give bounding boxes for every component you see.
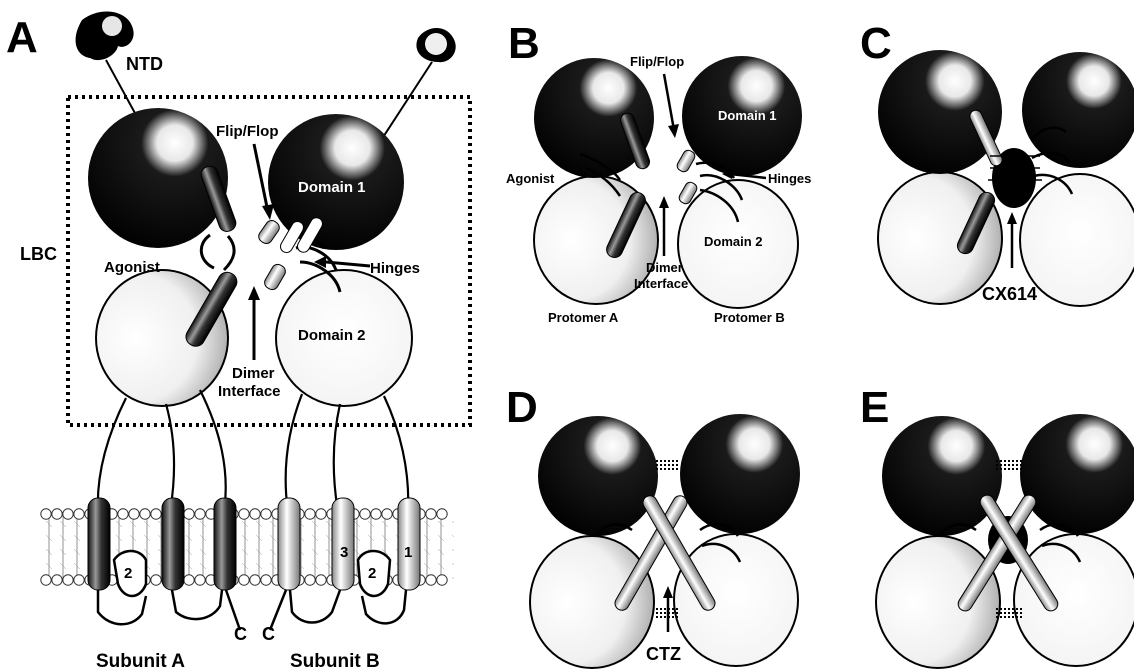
lipid-head	[305, 575, 315, 585]
interface-label-b: Interface	[634, 276, 688, 291]
domain2-a-sphere-e	[876, 536, 1000, 668]
domain1-a-sphere-d	[538, 416, 658, 536]
panel-a: A NTD LBC	[6, 11, 470, 671]
lipid-head	[129, 509, 139, 519]
lipid-head	[239, 575, 249, 585]
ctz-label: CTZ	[646, 644, 681, 664]
lipid-head	[41, 575, 51, 585]
flip-flop-label-b: Flip/Flop	[630, 54, 684, 69]
dots-top-e	[996, 460, 1022, 472]
lipid-head	[382, 509, 392, 519]
subunit-b-label: Subunit B	[290, 651, 380, 671]
lipid-head	[151, 509, 161, 519]
domain1-b-sphere-c	[1022, 52, 1134, 168]
flip-flop-label-a: Flip/Flop	[216, 123, 278, 140]
panel-e-letter: E	[860, 383, 889, 432]
hinges-label-b: Hinges	[768, 171, 811, 186]
panel-c: C CX614	[860, 19, 1134, 306]
linkers-a	[98, 390, 408, 512]
lipid-head	[261, 509, 271, 519]
hinges-label-a: Hinges	[370, 260, 420, 277]
lipid-head	[261, 575, 271, 585]
lipid-head	[371, 509, 381, 519]
lipid-head	[437, 575, 447, 585]
panel-b-letter: B	[508, 19, 540, 68]
lipid-head	[63, 509, 73, 519]
c-terminal-a: C	[234, 624, 247, 644]
lipid-head	[184, 575, 194, 585]
ntd-label: NTD	[126, 54, 163, 74]
lipid-head	[74, 575, 84, 585]
ntd-left-blob	[76, 11, 134, 60]
lipid-head	[74, 509, 84, 519]
lipid-head	[184, 509, 194, 519]
lipid-head	[316, 509, 326, 519]
tm-helices-a	[88, 498, 236, 624]
lipid-head	[195, 509, 205, 519]
interface-label-a: Interface	[218, 383, 281, 400]
tm-helix-num-2: 3	[340, 544, 348, 561]
flip-flop-arrowhead-a	[262, 204, 274, 220]
lipid-head	[437, 509, 447, 519]
dimer-label-a: Dimer	[232, 365, 275, 382]
lipid-head	[239, 509, 249, 519]
lipid-head	[52, 509, 62, 519]
dimer-arrowhead-b	[659, 196, 669, 208]
c-terminal-b: C	[262, 624, 275, 644]
protomer-b-label: Protomer B	[714, 310, 785, 325]
panel-c-letter: C	[860, 19, 892, 68]
domain1-a-sphere-e	[882, 416, 1002, 536]
tm-helices-b	[278, 498, 420, 623]
dimer-label-b: Dimer	[646, 260, 683, 275]
lipid-head	[305, 509, 315, 519]
domain1-label-b: Domain 1	[718, 108, 777, 123]
lipid-head	[250, 575, 260, 585]
flip-flop-arrowhead-b	[668, 124, 679, 138]
domain2-label-a: Domain 2	[298, 327, 366, 344]
lipid-head	[195, 575, 205, 585]
lipid-head	[41, 509, 51, 519]
ntd-right-blob	[416, 28, 455, 62]
cx614-label: CX614	[982, 284, 1037, 304]
lipid-head	[360, 509, 370, 519]
dimer-arrowhead-a	[248, 286, 260, 300]
flip-flop-arrow-b	[664, 74, 674, 130]
lipid-head	[151, 575, 161, 585]
lipid-head	[63, 575, 73, 585]
panel-b: B Flip/Flop Domain 1 Agonist Hinges Doma…	[506, 19, 811, 325]
lipid-head	[316, 575, 326, 585]
lipid-head	[118, 509, 128, 519]
panel-d: D CTZ	[506, 383, 800, 668]
agonist-label-a: Agonist	[104, 259, 160, 276]
domain2-a-sphere	[96, 270, 228, 406]
lipid-head	[52, 575, 62, 585]
ctz-arrowhead	[663, 586, 673, 598]
cx614-arrowhead	[1007, 212, 1017, 224]
panel-d-letter: D	[506, 383, 538, 432]
domain1-label-a: Domain 1	[298, 179, 366, 196]
domain1-b-sphere-d	[680, 414, 800, 534]
domain2-b-sphere-c	[1020, 174, 1134, 306]
tm-helix-num-3: 2	[368, 565, 376, 582]
lipid-head	[426, 509, 436, 519]
lipid-head	[250, 509, 260, 519]
panel-e: E	[860, 383, 1134, 668]
ctz-dots-top	[654, 460, 680, 472]
domain2-a-sphere-d	[530, 536, 654, 668]
lbc-label: LBC	[20, 244, 57, 264]
protomer-a-label: Protomer A	[548, 310, 619, 325]
lipid-head	[140, 509, 150, 519]
agonist-label-b: Agonist	[506, 171, 555, 186]
flip-flop-arrow-a	[254, 144, 268, 212]
domain1-b-sphere-e	[1020, 414, 1134, 534]
domain1-a-sphere-c	[878, 50, 1002, 174]
tm-helix-num-4: 1	[404, 544, 412, 561]
tm-helix-num-1: 2	[124, 565, 132, 582]
domain2-label-b: Domain 2	[704, 234, 763, 249]
dots-bottom-e	[996, 606, 1022, 618]
subunit-a-label: Subunit A	[96, 651, 185, 671]
lipid-head	[426, 575, 436, 585]
panel-a-letter: A	[6, 13, 38, 62]
